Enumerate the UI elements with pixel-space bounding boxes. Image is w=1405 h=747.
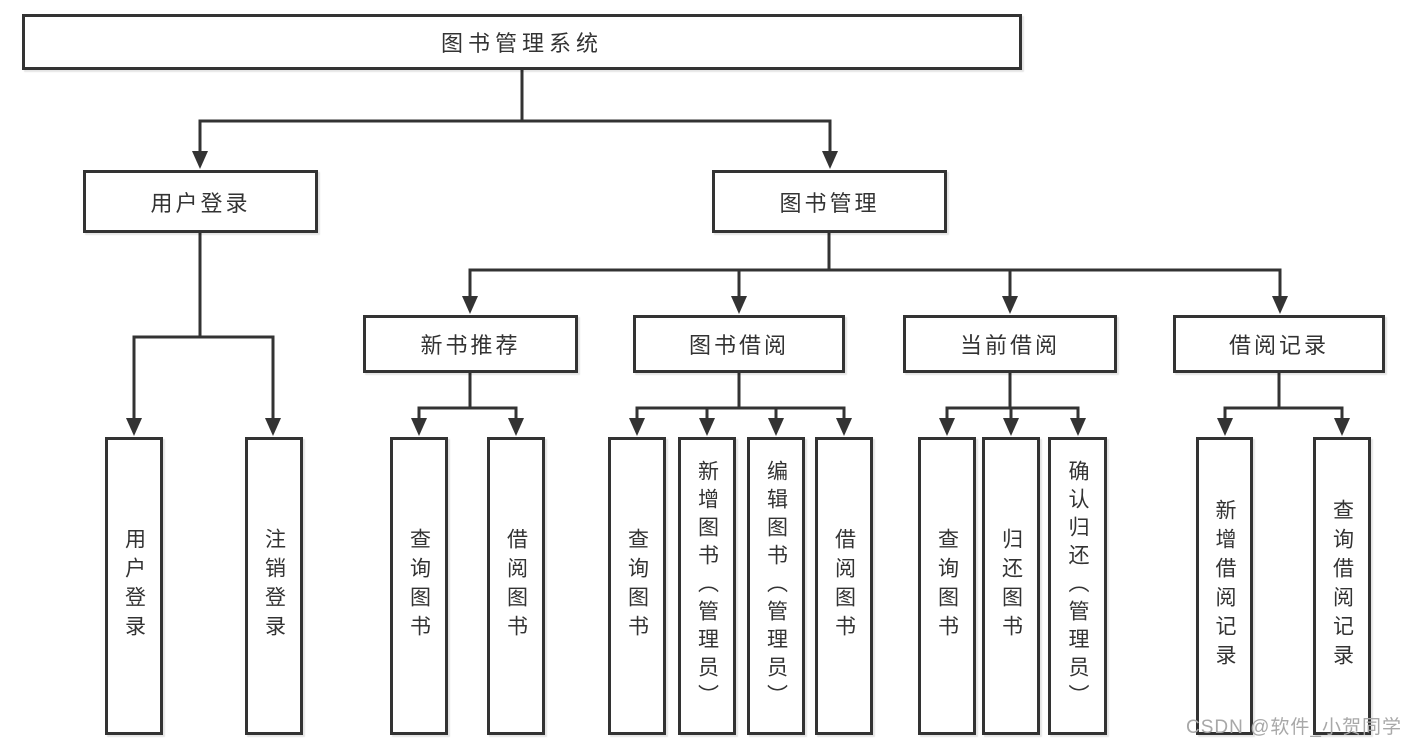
leaf-add-book-admin-label: 新增图书（管理员） <box>695 460 719 712</box>
leaf-borrow-books-recommend-label: 借阅图书 <box>504 528 528 644</box>
leaf-edit-book-admin: 编辑图书（管理员） <box>747 437 805 735</box>
leaf-query-books-borrow: 查询图书 <box>608 437 666 735</box>
connector-book-borrow-arrowheads <box>629 418 852 436</box>
connector-user-login-arrowheads <box>126 418 281 436</box>
leaf-query-books-recommend-label: 查询图书 <box>407 528 431 644</box>
node-book-management: 图书管理 <box>712 170 947 233</box>
connector-current-borrow <box>945 373 1080 420</box>
leaf-query-borrow-record-label: 查询借阅记录 <box>1330 499 1354 673</box>
leaf-user-login-label: 用户登录 <box>122 528 146 644</box>
leaf-confirm-return-admin-label: 确认归还（管理员） <box>1066 460 1089 712</box>
connector-book-borrow <box>635 373 846 420</box>
node-book-borrow: 图书借阅 <box>633 315 845 373</box>
leaf-query-borrow-record: 查询借阅记录 <box>1313 437 1371 735</box>
connector-borrow-records-arrowheads <box>1217 418 1350 436</box>
leaf-query-books-current: 查询图书 <box>918 437 976 735</box>
leaf-borrow-books-recommend: 借阅图书 <box>487 437 545 735</box>
node-borrow-records: 借阅记录 <box>1173 315 1385 373</box>
node-borrow-records-label: 借阅记录 <box>1228 333 1329 358</box>
leaf-borrow-books-2-label: 借阅图书 <box>832 528 856 644</box>
node-root-label: 图书管理系统 <box>440 31 603 56</box>
leaf-add-book-admin: 新增图书（管理员） <box>678 437 736 735</box>
connector-user-login <box>132 233 275 419</box>
node-current-borrow-label: 当前借阅 <box>959 333 1060 358</box>
node-book-management-label: 图书管理 <box>779 190 880 216</box>
leaf-query-books-borrow-label: 查询图书 <box>625 528 649 644</box>
leaf-confirm-return-admin: 确认归还（管理员） <box>1048 437 1107 735</box>
connector-root <box>198 70 832 152</box>
connector-root-arrowheads <box>192 151 838 169</box>
leaf-logout-label: 注销登录 <box>262 528 286 644</box>
leaf-return-books: 归还图书 <box>982 437 1040 735</box>
watermark: CSDN @软件_小贺同学 <box>1186 717 1402 738</box>
connector-new-book-recommend <box>417 373 518 420</box>
node-user-login: 用户登录 <box>83 170 318 233</box>
leaf-query-books-recommend: 查询图书 <box>390 437 448 735</box>
node-new-book-recommend-label: 新书推荐 <box>420 333 521 358</box>
leaf-user-login: 用户登录 <box>105 437 163 735</box>
leaf-return-books-label: 归还图书 <box>999 528 1023 644</box>
node-root: 图书管理系统 <box>22 14 1022 70</box>
leaf-add-borrow-record: 新增借阅记录 <box>1196 437 1253 735</box>
node-user-login-label: 用户登录 <box>150 190 251 216</box>
connector-book-management <box>468 233 1282 297</box>
connector-borrow-records <box>1223 373 1344 420</box>
leaf-borrow-books-2: 借阅图书 <box>815 437 873 735</box>
node-current-borrow: 当前借阅 <box>903 315 1117 373</box>
node-new-book-recommend: 新书推荐 <box>363 315 578 373</box>
connector-new-book-recommend-arrowheads <box>411 418 524 436</box>
node-book-borrow-label: 图书借阅 <box>688 333 789 358</box>
connector-current-borrow-arrowheads <box>939 418 1086 436</box>
leaf-add-borrow-record-label: 新增借阅记录 <box>1213 499 1236 673</box>
leaf-edit-book-admin-label: 编辑图书（管理员） <box>764 460 788 712</box>
leaf-query-books-current-label: 查询图书 <box>935 528 959 644</box>
leaf-logout: 注销登录 <box>245 437 303 735</box>
connector-book-management-arrowheads <box>462 296 1288 314</box>
